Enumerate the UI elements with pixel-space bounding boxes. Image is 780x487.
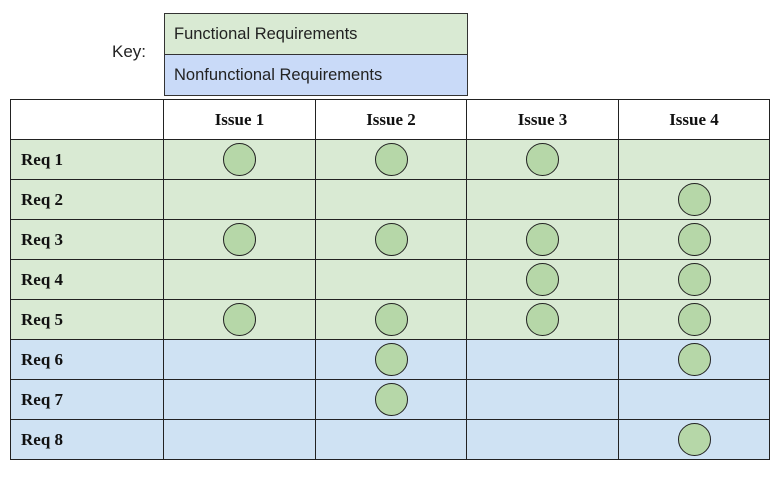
matrix-cell [163, 339, 316, 380]
key-label: Key: [112, 42, 147, 61]
matrix-cell [618, 299, 770, 340]
circle-marker-icon [677, 343, 711, 376]
header-row: Issue 1 Issue 2 Issue 3 Issue 4 [10, 99, 770, 140]
matrix-cell [315, 339, 467, 380]
matrix-cell [163, 299, 316, 340]
matrix-cell [618, 379, 770, 420]
circle-marker-icon [526, 303, 559, 336]
matrix-cell [466, 339, 619, 380]
row-label: Req 6 [10, 339, 164, 380]
circle-marker-icon [223, 143, 256, 176]
circle-marker-icon [677, 263, 711, 296]
column-header: Issue 3 [466, 99, 619, 140]
matrix-cell [466, 419, 619, 460]
circle-marker-icon [223, 223, 256, 256]
matrix-row: Req 8 [10, 419, 770, 460]
matrix-cell [466, 179, 619, 220]
matrix-row: Req 3 [10, 219, 770, 260]
matrix-row: Req 1 [10, 139, 770, 180]
circle-marker-icon [677, 303, 711, 336]
matrix-row: Req 2 [10, 179, 770, 220]
circle-marker-icon [374, 343, 408, 376]
matrix-cell [618, 219, 770, 260]
row-label: Req 2 [10, 179, 164, 220]
row-label: Req 1 [10, 139, 164, 180]
circle-marker-icon [526, 223, 559, 256]
matrix-cell [163, 259, 316, 300]
matrix-cell [315, 219, 467, 260]
matrix-cell [163, 179, 316, 220]
matrix-cell [315, 299, 467, 340]
legend-nonfunctional: Nonfunctional Requirements [165, 54, 467, 95]
matrix-cell [315, 139, 467, 180]
row-label: Req 4 [10, 259, 164, 300]
matrix-cell [466, 379, 619, 420]
column-header: Issue 4 [618, 99, 770, 140]
matrix-cell [163, 419, 316, 460]
matrix-row: Req 6 [10, 339, 770, 380]
matrix-row: Req 5 [10, 299, 770, 340]
circle-marker-icon [374, 303, 408, 336]
legend-functional: Functional Requirements [165, 14, 467, 54]
circle-marker-icon [374, 143, 408, 176]
matrix-row: Req 7 [10, 379, 770, 420]
matrix-cell [618, 259, 770, 300]
matrix-cell [466, 259, 619, 300]
row-label: Req 5 [10, 299, 164, 340]
matrix-cell [163, 219, 316, 260]
circle-marker-icon [223, 303, 256, 336]
matrix-cell [163, 139, 316, 180]
column-header: Issue 2 [315, 99, 467, 140]
column-header: Issue 1 [163, 99, 316, 140]
row-label: Req 3 [10, 219, 164, 260]
legend-box: Functional Requirements Nonfunctional Re… [164, 13, 468, 96]
circle-marker-icon [526, 263, 559, 296]
matrix-cell [315, 419, 467, 460]
row-label: Req 7 [10, 379, 164, 420]
matrix-cell [163, 379, 316, 420]
circle-marker-icon [677, 223, 711, 256]
matrix-cell [618, 339, 770, 380]
matrix-cell [618, 419, 770, 460]
matrix-cell [315, 379, 467, 420]
circle-marker-icon [677, 423, 711, 456]
matrix-cell [618, 179, 770, 220]
matrix-cell [466, 219, 619, 260]
circle-marker-icon [677, 183, 711, 216]
matrix-cell [315, 259, 467, 300]
circle-marker-icon [526, 143, 559, 176]
row-label: Req 8 [10, 419, 164, 460]
circle-marker-icon [374, 223, 408, 256]
circle-marker-icon [374, 383, 408, 416]
matrix-row: Req 4 [10, 259, 770, 300]
matrix-cell [466, 139, 619, 180]
matrix-cell [466, 299, 619, 340]
corner-cell [10, 99, 164, 140]
matrix-cell [618, 139, 770, 180]
matrix-cell [315, 179, 467, 220]
